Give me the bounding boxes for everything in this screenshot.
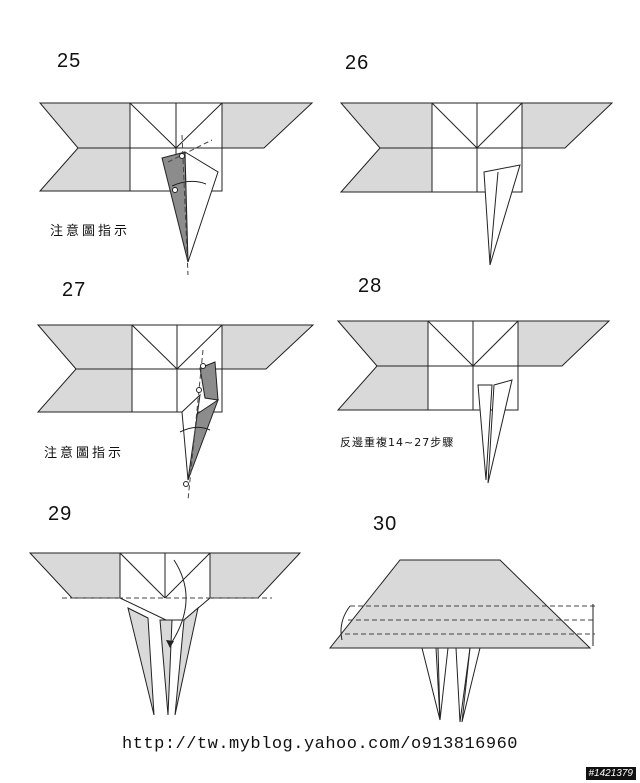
step-27-diagram	[36, 324, 315, 501]
right-wing	[221, 102, 314, 149]
step-25-diagram	[38, 102, 314, 276]
step-number-29: 29	[48, 503, 73, 525]
step-25-note: 注意圖指示	[50, 224, 131, 239]
right-spike	[487, 379, 513, 484]
right-spike-b	[461, 647, 481, 723]
left-spike-a	[421, 647, 441, 721]
right-wing	[521, 102, 614, 149]
left-wing-lower	[336, 365, 429, 411]
step-number-28: 28	[358, 275, 383, 297]
step-28-note: 反邊重複14~27步驟	[340, 436, 455, 449]
left-wing-upper	[339, 102, 433, 149]
step-29-diagram	[28, 552, 302, 716]
step-number-25: 25	[57, 50, 82, 72]
left-wing-upper	[36, 324, 133, 370]
step-30-diagram	[328, 559, 595, 723]
right-wing	[221, 324, 315, 370]
white-flap	[184, 151, 219, 263]
right-spike-a	[455, 647, 471, 723]
image-id-stamp: #1421379	[585, 767, 636, 780]
left-wing-lower	[36, 368, 133, 413]
long-flap	[483, 164, 521, 266]
step-27-note: 注意圖指示	[44, 446, 125, 461]
step-number-26: 26	[345, 52, 370, 74]
left-spike	[477, 384, 493, 481]
left-wing-lower	[38, 147, 131, 192]
footer-url: http://tw.myblog.yahoo.com/o913816960	[122, 735, 518, 754]
step-26-diagram	[339, 102, 614, 266]
right-spike	[174, 606, 199, 716]
right-wing	[209, 552, 302, 599]
left-wing-lower	[339, 147, 433, 193]
left-spike-b	[437, 647, 449, 721]
left-inner-spike	[159, 619, 173, 716]
step-number-27: 27	[62, 279, 87, 301]
step-number-30: 30	[373, 513, 398, 535]
left-outer-spike	[127, 607, 155, 716]
left-wing-upper	[336, 320, 429, 367]
white-flap	[181, 393, 201, 481]
dark-flap	[161, 151, 189, 263]
left-wing-upper	[38, 102, 131, 149]
step-28-diagram	[336, 320, 611, 484]
right-wing	[517, 320, 611, 367]
left-wing	[28, 552, 121, 599]
folded-body	[328, 559, 592, 649]
